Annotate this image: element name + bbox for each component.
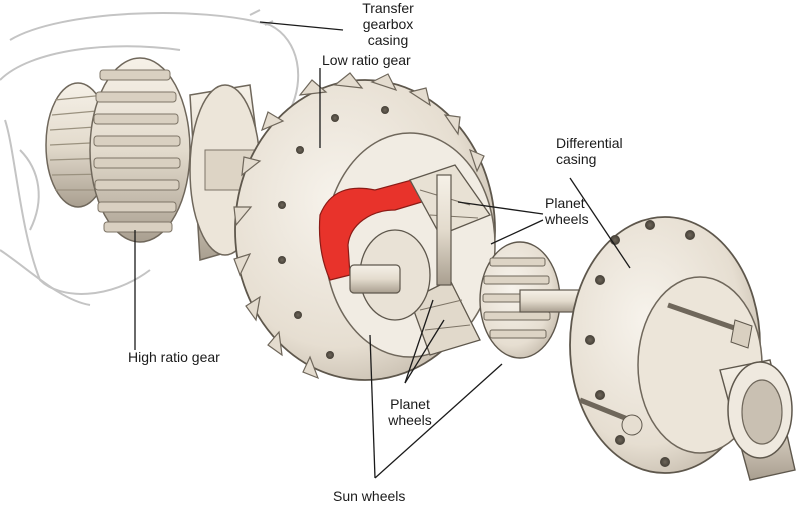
transfer-casing-outline — [0, 9, 300, 306]
label-transfer-gearbox-casing: Transfer gearbox casing — [362, 0, 414, 48]
label-planet-wheels-lower: Planet wheels — [388, 396, 432, 428]
sun-gear-outer — [479, 241, 581, 359]
high-ratio-gear — [89, 57, 191, 243]
differential-casing — [569, 216, 796, 481]
label-differential-casing: Differential casing — [556, 135, 623, 167]
label-high-ratio-gear: High ratio gear — [128, 349, 220, 365]
cutaway-section — [318, 174, 446, 281]
planet-gears — [409, 164, 492, 356]
label-low-ratio-gear: Low ratio gear — [322, 52, 411, 68]
sun-gear-inner — [349, 229, 431, 321]
label-sun-wheels: Sun wheels — [333, 488, 406, 504]
label-planet-wheels-upper: Planet wheels — [545, 195, 589, 227]
leader-lines — [134, 21, 631, 479]
